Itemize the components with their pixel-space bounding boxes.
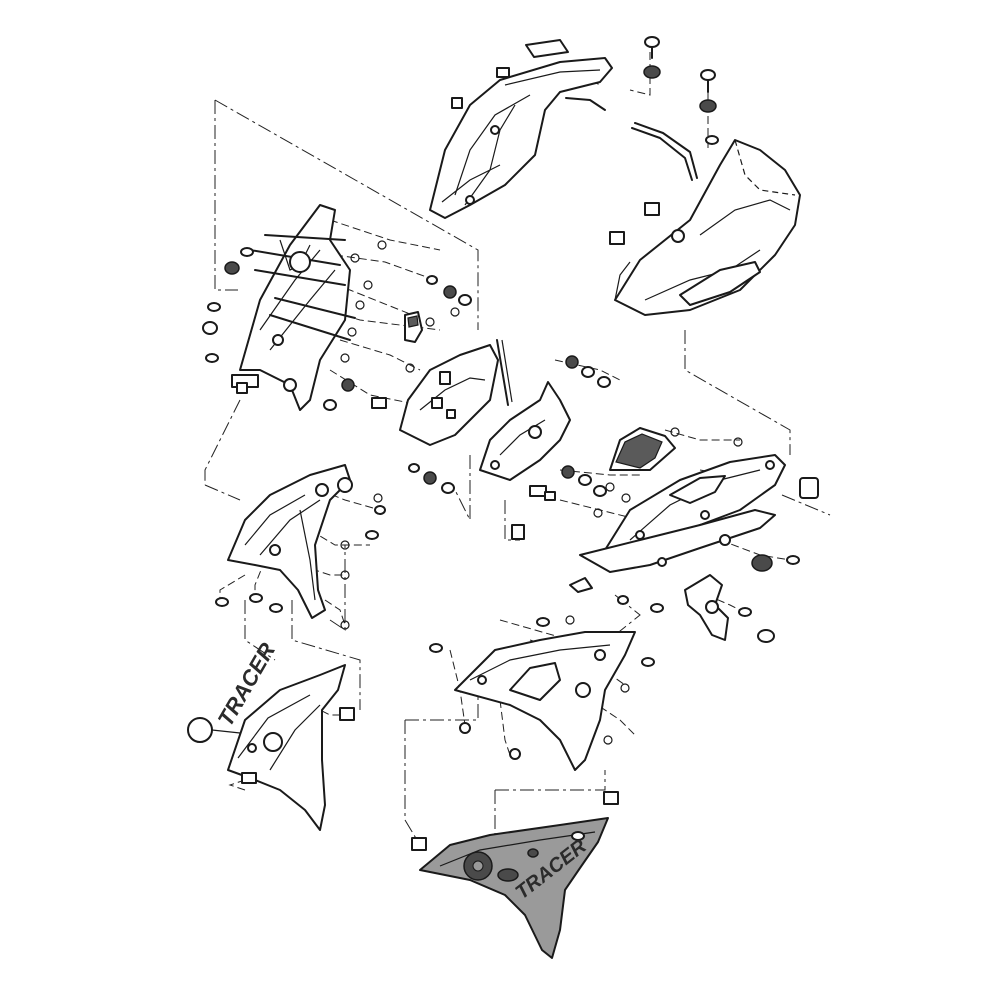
front-fairing-nose [614, 139, 801, 316]
belly-pan-clip-nuts [411, 791, 619, 851]
mounting-screws-left [202, 247, 259, 394]
right-hardware [569, 477, 819, 643]
clip-nut [451, 67, 510, 109]
side-fairing-lower-right [579, 509, 776, 573]
sub-bracket [479, 381, 571, 481]
collar-grommet-set [323, 275, 611, 497]
side-panel-left [187, 664, 355, 831]
fairing-clip-nut [609, 202, 660, 245]
meter-bracket-stay [239, 204, 356, 411]
cable-tie [496, 339, 513, 406]
screw-grommet-stack [643, 36, 719, 145]
lower-side-cover [429, 617, 655, 771]
fairing-side-bracket [684, 574, 729, 641]
grille-cover [609, 427, 676, 471]
side-fairing-upper-right [604, 454, 786, 551]
relay-harness-clip [511, 485, 556, 540]
washer-set [340, 240, 743, 745]
ground-terminal [404, 311, 423, 343]
cowl-decal-tag [525, 39, 569, 58]
upper-cowl-frame [429, 57, 613, 219]
inner-panel-screws [215, 505, 386, 613]
rubber-trim-strip [565, 97, 698, 181]
centre-mounting-plate [399, 344, 499, 446]
belly-pan-highlighted [419, 817, 609, 959]
inner-panel-left [227, 464, 353, 619]
